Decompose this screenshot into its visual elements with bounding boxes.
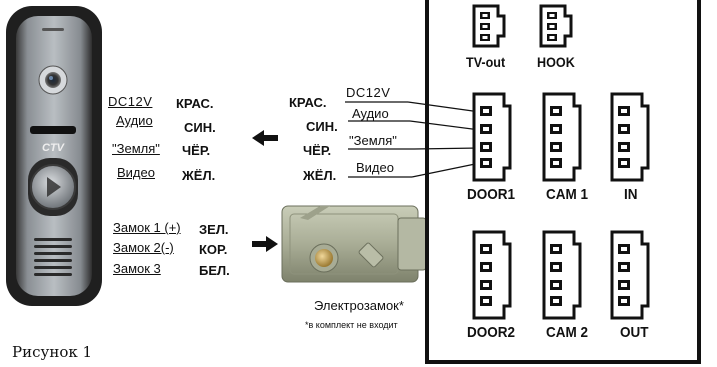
panel-color-red: КРАС. xyxy=(176,96,214,111)
cam2-label: CAM 2 xyxy=(546,324,589,341)
lock-label-2: Замок 2(-) xyxy=(113,240,174,255)
lock-note: *в комплект не входит xyxy=(305,320,398,330)
monitor-color-blue: СИН. xyxy=(306,119,338,134)
panel-label-power: DC12V xyxy=(108,94,153,109)
door-panel-image xyxy=(6,6,102,306)
lock-title: Электрозамок* xyxy=(314,298,404,313)
panel-label-video: Видео xyxy=(117,165,155,180)
monitor-color-black: ЧЁР. xyxy=(303,143,332,158)
panel-brand-logo: CTV xyxy=(42,142,64,154)
cam1-label: CAM 1 xyxy=(546,186,589,203)
panel-color-yellow: ЖЁЛ. xyxy=(182,168,216,183)
monitor-label-power: DC12V xyxy=(346,85,391,100)
monitor-label-audio: Аудио xyxy=(352,106,389,121)
tv-out-label: TV-out xyxy=(466,54,506,70)
panel-color-blue: СИН. xyxy=(184,120,216,135)
panel-label-audio: Аудио xyxy=(116,113,153,128)
panel-color-black: ЧЁР. xyxy=(182,143,211,158)
out-label: OUT xyxy=(620,324,649,341)
hook-connector xyxy=(539,4,573,48)
lock-color-white: БЕЛ. xyxy=(199,263,230,278)
wires xyxy=(345,101,481,178)
cam1-connector xyxy=(542,92,582,182)
panel-label-ground: "Земля" xyxy=(112,141,160,156)
monitor-color-yellow: ЖЁЛ. xyxy=(303,168,337,183)
arrow-left-icon xyxy=(252,130,278,146)
lock-color-brown: КОР. xyxy=(199,242,228,257)
arrow-right-icon xyxy=(252,236,278,252)
electric-lock-image xyxy=(281,205,435,283)
figure-caption: Рисунок 1 xyxy=(12,343,93,361)
hook-label: HOOK xyxy=(537,54,575,70)
out-connector xyxy=(610,230,650,320)
in-label: IN xyxy=(624,186,638,203)
lock-color-green: ЗЕЛ. xyxy=(199,222,229,237)
tv-out-connector xyxy=(472,4,506,48)
door2-label: DOOR2 xyxy=(467,324,516,341)
in-connector xyxy=(610,92,650,182)
cam2-connector xyxy=(542,230,582,320)
door2-connector xyxy=(472,230,512,320)
lock-label-1: Замок 1 (+) xyxy=(113,220,181,235)
monitor-label-ground: "Земля" xyxy=(349,133,397,148)
monitor-color-red: КРАС. xyxy=(289,95,327,110)
door1-connector xyxy=(472,92,512,182)
door1-label: DOOR1 xyxy=(467,186,516,203)
monitor-label-video: Видео xyxy=(356,160,394,175)
lock-label-3: Замок 3 xyxy=(113,261,161,276)
